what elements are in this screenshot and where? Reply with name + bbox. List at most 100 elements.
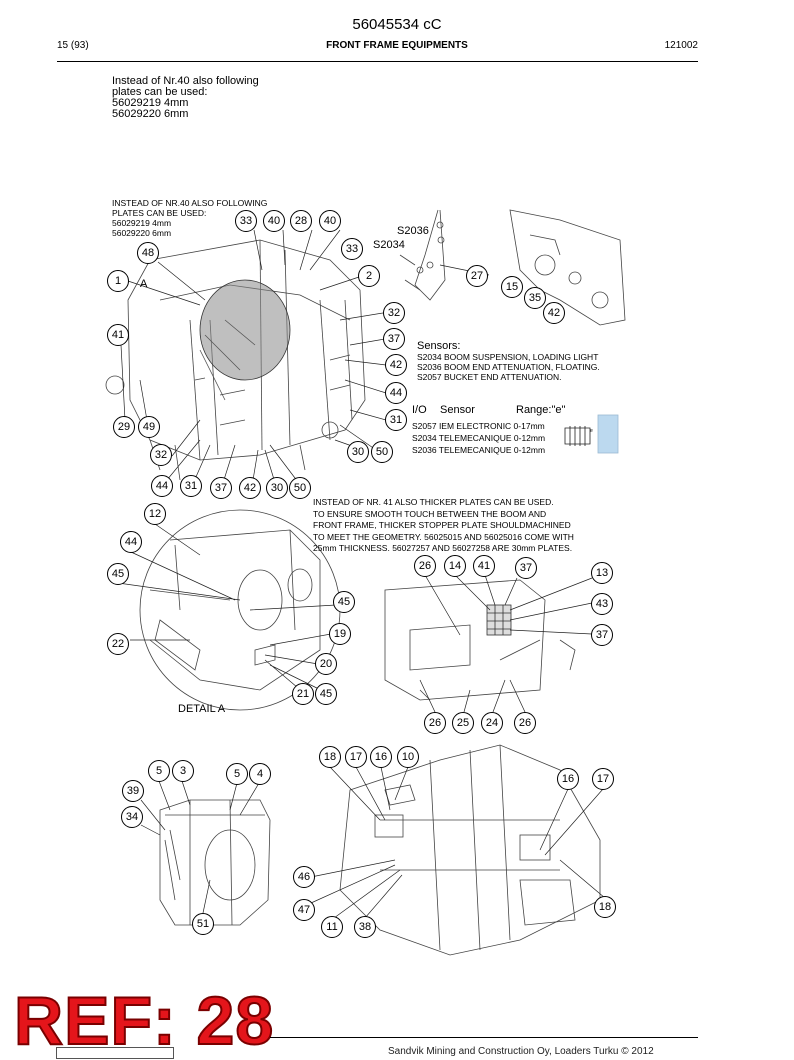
part-callout: 25	[452, 712, 474, 734]
stopper-plate-drawing	[384, 579, 576, 701]
part-callout: 44	[385, 382, 407, 404]
part-callout: 18	[594, 896, 616, 918]
part-callout: 4	[249, 763, 271, 785]
sensor-table: S2057 IEM ELECTRONIC 0-17mm S2034 TELEME…	[412, 420, 545, 456]
part-callout: 50	[289, 477, 311, 499]
label-detail-a: DETAIL A	[178, 703, 226, 715]
part-callout: 37	[515, 557, 537, 579]
diagram-note-line: INSTEAD OF NR.40 ALSO FOLLOWING	[112, 198, 268, 208]
part-callout: 48	[137, 242, 159, 264]
part-callout: 40	[263, 210, 285, 232]
footer-copyright: Sandvik Mining and Construction Oy, Load…	[388, 1046, 654, 1057]
front-frame-drawing	[105, 239, 366, 481]
detail-a-drawing	[139, 509, 341, 711]
sensors-block: Sensors: S2034 BOOM SUSPENSION, LOADING …	[417, 340, 600, 382]
part-callout: 29	[113, 416, 135, 438]
diagram-note: INSTEAD OF NR.40 ALSO FOLLOWING PLATES C…	[112, 198, 267, 238]
sensor-table-header-range: Range:"e"	[516, 404, 566, 416]
label-e: e	[590, 428, 593, 434]
part-callout: 30	[266, 477, 288, 499]
sensor-table-header-sensor: Sensor	[440, 404, 475, 416]
top-note-line: 56029219 4mm	[112, 97, 189, 109]
leader-lines	[117, 229, 606, 919]
part-callout: 18	[319, 746, 341, 768]
part-callout: 26	[414, 555, 436, 577]
label-s2036: S2036	[397, 225, 429, 237]
part-callout: 13	[591, 562, 613, 584]
header-rule	[57, 61, 698, 62]
thick-note-line: FRONT FRAME, THICKER STOPPER PLATE SHOUL…	[313, 520, 571, 530]
part-callout: 31	[180, 475, 202, 497]
sensor-line: S2036 BOOM END ATTENUATION, FLOATING.	[417, 362, 600, 372]
document-number: 56045534 cC	[352, 16, 442, 33]
label-a: A	[140, 278, 148, 290]
thick-note-line: INSTEAD OF NR. 41 ALSO THICKER PLATES CA…	[313, 497, 554, 507]
footer-logo-box	[56, 1047, 174, 1059]
part-callout: 49	[138, 416, 160, 438]
part-callout: 45	[107, 563, 129, 585]
part-callout: 35	[524, 287, 546, 309]
part-callout: 2	[358, 265, 380, 287]
part-callout: 21	[292, 683, 314, 705]
sensors-heading: Sensors:	[417, 340, 461, 352]
part-callout: 20	[315, 653, 337, 675]
part-callout: 16	[370, 746, 392, 768]
part-callout: 50	[371, 441, 393, 463]
part-callout: 33	[341, 238, 363, 260]
part-callout: 1	[107, 270, 129, 292]
part-callout: 39	[122, 780, 144, 802]
boom-pin-drawing	[509, 209, 626, 326]
thick-note-line: TO MEET THE GEOMETRY. 56025015 AND 56025…	[313, 531, 574, 542]
part-callout: 33	[235, 210, 257, 232]
part-callout: 22	[107, 633, 129, 655]
part-callout: 17	[592, 768, 614, 790]
part-callout: 37	[210, 477, 232, 499]
part-callout: 32	[150, 444, 172, 466]
thick-plate-note: INSTEAD OF NR. 41 ALSO THICKER PLATES CA…	[313, 497, 574, 555]
part-callout: 37	[591, 624, 613, 646]
part-callout: 10	[397, 746, 419, 768]
part-callout: 26	[514, 712, 536, 734]
sensor-table-row: S2057 IEM ELECTRONIC 0-17mm	[412, 421, 545, 431]
diagram-note-line: 56029220 6mm	[112, 228, 172, 238]
sensor-linkage-drawing	[399, 209, 446, 301]
part-callout: 14	[444, 555, 466, 577]
footer-rule	[270, 1037, 698, 1038]
date-code: 121002	[664, 40, 698, 51]
part-callout: 11	[321, 916, 343, 938]
part-callout: 26	[424, 712, 446, 734]
sensor-line: S2034 BOOM SUSPENSION, LOADING LIGHT	[417, 352, 599, 362]
label-s2034: S2034	[373, 239, 405, 251]
top-note-line: 56029220 6mm	[112, 108, 189, 120]
part-callout: 38	[354, 916, 376, 938]
component-drawing	[159, 799, 271, 926]
part-callout: 46	[293, 866, 315, 888]
sensor-line: S2057 BUCKET END ATTENUATION.	[417, 372, 562, 382]
sensor-table-row: S2036 TELEMECANIQUE 0-12mm	[412, 445, 546, 455]
part-callout: 42	[239, 477, 261, 499]
sensor-table-header-io: I/O	[412, 404, 427, 416]
part-callout: 45	[315, 683, 337, 705]
part-callout: 41	[107, 324, 129, 346]
part-callout: 30	[347, 441, 369, 463]
page-number: 15 (93)	[57, 40, 89, 51]
part-callout: 31	[385, 409, 407, 431]
part-callout: 19	[329, 623, 351, 645]
thick-note-line: TO ENSURE SMOOTH TOUCH BETWEEN THE BOOM …	[313, 508, 547, 519]
part-callout: 43	[591, 593, 613, 615]
thick-note-line: 25mm THICKNESS. 56027257 AND 56027258 AR…	[313, 543, 573, 553]
part-callout: 16	[557, 768, 579, 790]
part-callout: 24	[481, 712, 503, 734]
diagram-note-line: PLATES CAN BE USED:	[112, 208, 207, 218]
sensor-picture	[564, 414, 619, 454]
part-callout: 40	[319, 210, 341, 232]
part-callout: 32	[383, 302, 405, 324]
part-callout: 27	[466, 265, 488, 287]
part-callout: 44	[151, 475, 173, 497]
part-callout: 47	[293, 899, 315, 921]
top-note-line: Instead of Nr.40 also following	[112, 75, 259, 87]
part-callout: 44	[120, 531, 142, 553]
part-callout: 34	[121, 806, 143, 828]
part-callout: 17	[345, 746, 367, 768]
part-callout: 45	[333, 591, 355, 613]
